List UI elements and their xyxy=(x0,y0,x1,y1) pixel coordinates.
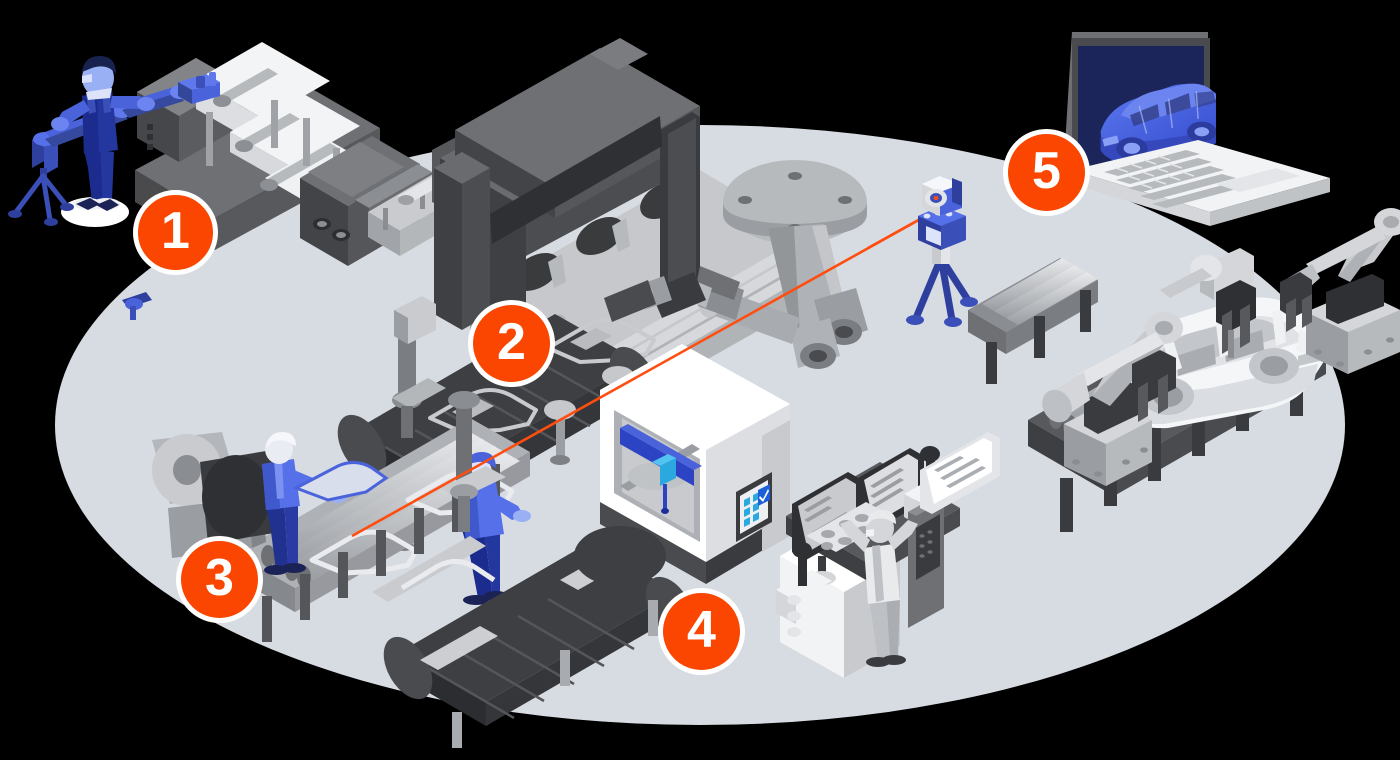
operator-with-measuring-arm xyxy=(8,56,220,227)
worker-1-figure xyxy=(51,56,155,211)
step-badge-1[interactable]: 1 xyxy=(133,190,218,275)
step-badge-2[interactable]: 2 xyxy=(468,300,555,387)
step-badge-5-number: 5 xyxy=(1032,141,1061,200)
step-badge-1-number: 1 xyxy=(161,201,190,260)
step-badge-4-number: 4 xyxy=(687,600,716,659)
assembly-robot-left xyxy=(1042,312,1183,486)
step-badge-5[interactable]: 5 xyxy=(1003,129,1090,216)
press-ram-column-upper xyxy=(392,296,446,438)
coil-feed-machine xyxy=(135,42,472,266)
control-console xyxy=(776,432,1000,678)
laptop-cad-model xyxy=(1064,32,1330,226)
console-operator-figure xyxy=(840,510,918,667)
quality-check-display[interactable] xyxy=(736,472,772,542)
laser-tracker xyxy=(906,176,978,327)
assembly-robot-centre xyxy=(1160,248,1256,358)
step-badge-4[interactable]: 4 xyxy=(658,588,745,675)
step-badge-3[interactable]: 3 xyxy=(176,536,263,623)
joystick-left[interactable] xyxy=(776,542,832,624)
wall-monitor xyxy=(920,432,1000,514)
press-ram-column xyxy=(440,391,506,532)
assembly-robot-right xyxy=(1280,208,1400,374)
blue-feed-tool xyxy=(122,292,152,320)
cmm-machine xyxy=(574,344,790,586)
worker-left-figure xyxy=(262,432,389,575)
flange-component xyxy=(604,160,868,369)
step-badge-3-number: 3 xyxy=(205,548,234,607)
step-badge-2-number: 2 xyxy=(497,312,526,371)
